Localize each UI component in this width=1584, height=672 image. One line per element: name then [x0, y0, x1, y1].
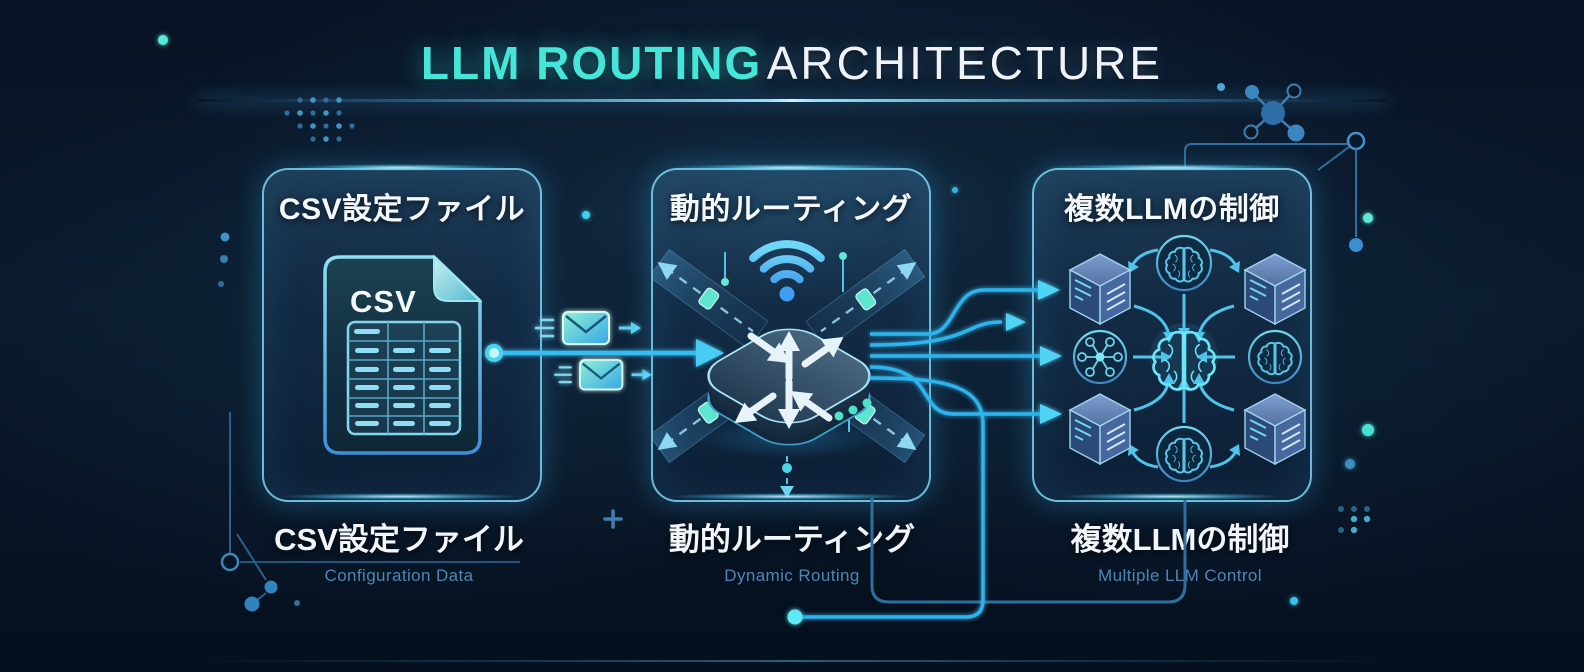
title-rest: ARCHITECTURE [766, 37, 1164, 89]
router-body [694, 320, 884, 458]
caption-llm-jp: 複数LLMの制御 [1070, 522, 1290, 557]
page-title: LLM ROUTING ARCHITECTURE [0, 36, 1584, 90]
dot-grid-top-left [284, 97, 355, 142]
caption-routing: 動的ルーティング Dynamic Routing [592, 514, 992, 586]
caption-llm-en: Multiple LLM Control [1098, 566, 1262, 585]
caption-routing-en: Dynamic Routing [724, 566, 860, 585]
network-node-icon [1077, 337, 1123, 377]
message-envelope-icon [534, 310, 643, 346]
caption-routing-jp: 動的ルーティング [668, 522, 916, 557]
header-divider-line [197, 99, 1387, 102]
llm-network-icon [1069, 234, 1306, 483]
message-envelope-icon-2 [553, 358, 654, 391]
caption-csv: CSV設定ファイル Configuration Data [199, 514, 599, 586]
csv-table [346, 320, 462, 436]
bottom-glow-line [192, 660, 1392, 662]
caption-llm: 複数LLMの制御 Multiple LLM Control [980, 514, 1380, 586]
document-fold [433, 254, 483, 302]
caption-csv-en: Configuration Data [324, 566, 474, 585]
csv-file-icon: CSV [323, 254, 483, 455]
central-brain-icon [1150, 323, 1218, 391]
title-highlight: LLM ROUTING [420, 37, 763, 89]
llm-model-circles [1072, 234, 1303, 483]
panel-dynamic-routing: 動的ルーティング [651, 168, 931, 502]
dot-column-left [218, 232, 230, 287]
panel-llm-title: 複数LLMの制御 [1064, 193, 1280, 226]
panel-multi-llm: 複数LLMの制御 [1032, 168, 1312, 502]
panel-routing-title: 動的ルーティング [669, 193, 913, 226]
panel-csv-config: CSV設定ファイル CSV [262, 168, 542, 502]
csv-label: CSV [350, 284, 417, 319]
caption-csv-jp: CSV設定ファイル [274, 522, 524, 557]
molecule-icon [1217, 83, 1305, 142]
wifi-icon [749, 240, 825, 302]
panel-csv-title: CSV設定ファイル [278, 193, 526, 226]
router-icon [653, 240, 928, 498]
